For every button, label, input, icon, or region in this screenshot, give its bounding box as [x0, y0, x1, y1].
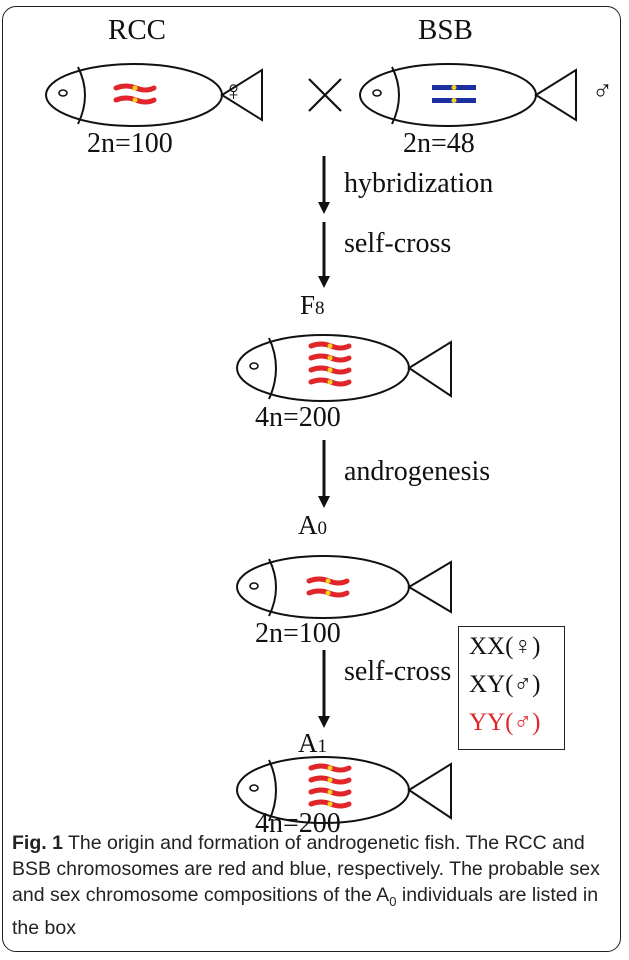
- self-cross-label-1: self-cross: [344, 228, 452, 259]
- bsb-fish: [359, 63, 577, 127]
- rcc-fish: [45, 63, 263, 127]
- cross-icon: [308, 78, 342, 112]
- caption-label: Fig. 1: [12, 832, 63, 854]
- rcc-ploidy: 2n=100: [87, 128, 173, 159]
- a0-chromosomes: [306, 576, 350, 598]
- f8-ploidy: 4n=200: [255, 402, 341, 433]
- self-cross-arrow-2: [318, 650, 330, 728]
- f8-label: F8: [300, 290, 325, 320]
- androgenesis-label: androgenesis: [344, 456, 491, 487]
- rcc-label: RCC: [108, 14, 167, 46]
- f8-chromosomes: [308, 341, 352, 387]
- caption-text-2: individuals are listed in the box: [12, 884, 599, 939]
- sex-row-yy: YY(♂): [469, 709, 541, 736]
- sex-composition-box: XX(♀) XY(♂) YY(♂): [458, 626, 565, 750]
- a0-label: A0: [298, 510, 327, 540]
- self-cross-arrow-1: [318, 222, 330, 288]
- a0-fish: [236, 555, 452, 619]
- bsb-label: BSB: [418, 14, 473, 46]
- a1-label: A1: [298, 728, 327, 758]
- a1-chromosomes: [308, 763, 352, 809]
- androgenesis-arrow: [318, 440, 330, 508]
- hybridization-label: hybridization: [344, 168, 494, 199]
- caption-text-1: The origin and formation of androgenetic…: [12, 832, 600, 906]
- bsb-ploidy: 2n=48: [403, 128, 475, 159]
- a1-ploidy: 4n=200: [255, 808, 341, 839]
- sex-row-xy: XY(♂): [469, 671, 541, 698]
- female-symbol: ♀: [223, 76, 244, 107]
- a1-fish: [236, 756, 452, 824]
- self-cross-label-2: self-cross: [344, 656, 452, 687]
- rcc-chromosomes: [113, 83, 157, 105]
- a0-ploidy: 2n=100: [255, 618, 341, 649]
- figure-caption: Fig. 1 The origin and formation of andro…: [12, 830, 612, 941]
- hybridization-arrow: [318, 156, 330, 214]
- bsb-chromosomes: [432, 85, 476, 103]
- figure-frame: [2, 6, 621, 952]
- f8-fish: [236, 334, 452, 402]
- male-symbol: ♂: [592, 76, 613, 107]
- sex-row-xx: XX(♀): [469, 633, 541, 660]
- caption-subscript: 0: [389, 893, 397, 909]
